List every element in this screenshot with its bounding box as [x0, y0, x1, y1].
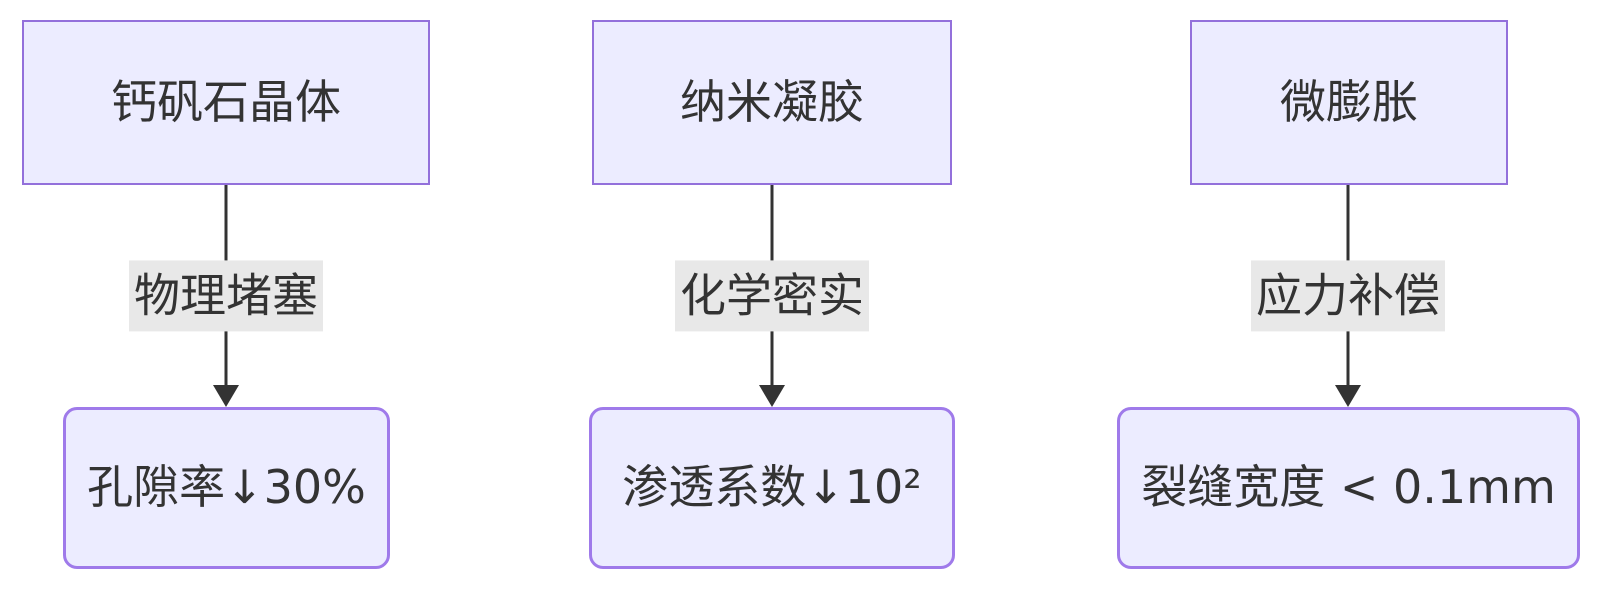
edge-label-stress-compensation: 应力补偿: [1251, 260, 1445, 332]
arrow-down-icon: [213, 385, 239, 407]
edge-label-text: 化学密实: [680, 268, 864, 323]
target-node-label: 孔隙率↓30%: [87, 460, 366, 515]
source-node-label: 纳米凝胶: [680, 74, 864, 129]
target-node-label: 渗透系数↓10²: [622, 460, 922, 515]
source-node-label: 钙矾石晶体: [111, 74, 341, 129]
target-node-crack-width: 裂缝宽度 < 0.1mm: [1117, 407, 1580, 569]
arrow-down-icon: [1335, 385, 1361, 407]
source-node-nano-gel: 纳米凝胶: [592, 20, 952, 185]
edge-label-text: 应力补偿: [1256, 268, 1440, 323]
edge-label-physical-blocking: 物理堵塞: [129, 260, 323, 332]
source-node-micro-expansion: 微膨胀: [1190, 20, 1508, 185]
source-node-label: 微膨胀: [1280, 74, 1418, 129]
target-node-label: 裂缝宽度 < 0.1mm: [1141, 460, 1556, 515]
target-node-porosity: 孔隙率↓30%: [63, 407, 390, 569]
edge-label-chemical-densification: 化学密实: [675, 260, 869, 332]
arrow-down-icon: [759, 385, 785, 407]
source-node-ettringite: 钙矾石晶体: [22, 20, 430, 185]
edge-label-text: 物理堵塞: [134, 268, 318, 323]
target-node-permeability: 渗透系数↓10²: [589, 407, 955, 569]
